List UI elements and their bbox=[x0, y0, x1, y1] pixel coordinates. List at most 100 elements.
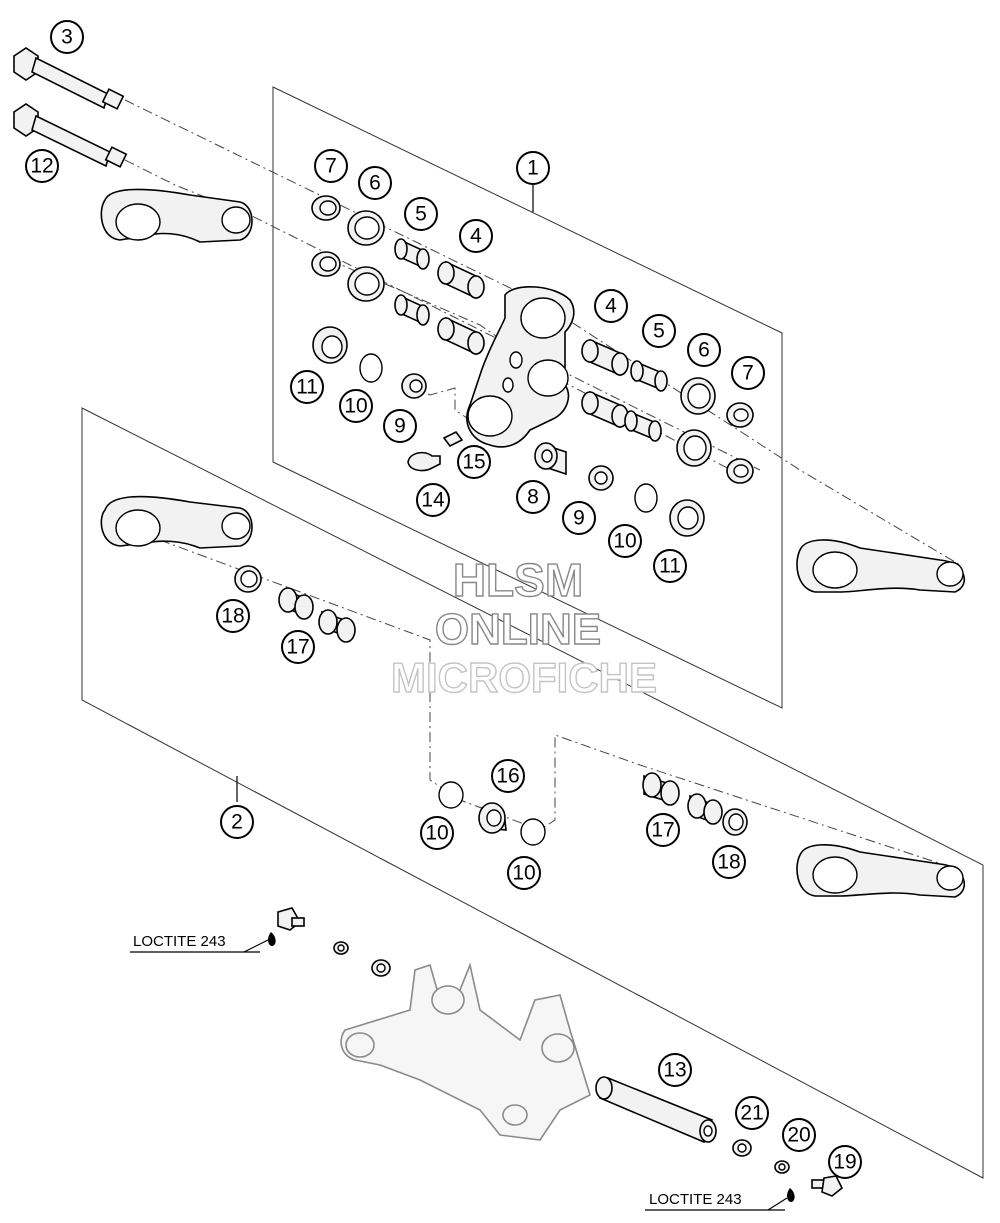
svg-text:7: 7 bbox=[325, 155, 337, 178]
callout-1: 1 bbox=[516, 151, 550, 185]
bearing-4-right-top bbox=[581, 338, 629, 377]
svg-text:19: 19 bbox=[833, 1151, 856, 1174]
watermark-line-1: HLSM bbox=[453, 554, 583, 606]
svg-text:15: 15 bbox=[462, 451, 485, 474]
svg-text:4: 4 bbox=[605, 295, 617, 318]
svg-text:18: 18 bbox=[717, 851, 740, 874]
loctite-drop-top bbox=[268, 932, 276, 946]
callout-4b: 4 bbox=[594, 289, 628, 323]
watermark-line-3: MICROFICHE bbox=[391, 654, 657, 701]
sleeve-16 bbox=[478, 802, 507, 834]
svg-text:9: 9 bbox=[394, 415, 406, 438]
svg-text:9: 9 bbox=[573, 507, 585, 530]
svg-text:10: 10 bbox=[613, 530, 636, 553]
callout-17b: 17 bbox=[646, 813, 680, 847]
bearing-17-left-a bbox=[278, 587, 314, 620]
ring-6-right-top bbox=[680, 377, 716, 415]
washer-small-top bbox=[333, 941, 349, 955]
callout-11b: 11 bbox=[653, 549, 687, 583]
seal-18-right bbox=[722, 808, 748, 836]
svg-text:11: 11 bbox=[296, 376, 318, 399]
loctite-label-top: LOCTITE 243 bbox=[130, 933, 269, 953]
bearing-4-lower bbox=[437, 316, 485, 356]
bushing-5-lower bbox=[394, 294, 430, 326]
callout-18a: 18 bbox=[216, 599, 250, 633]
o-ring-10-center-a bbox=[438, 781, 464, 809]
callout-14: 14 bbox=[416, 483, 450, 517]
pull-rod-left-bottom bbox=[100, 495, 253, 549]
callout-7a: 7 bbox=[314, 149, 348, 183]
bushing-5-top bbox=[394, 238, 430, 270]
grease-nipple-15 bbox=[442, 430, 464, 448]
ring-6-lower bbox=[347, 266, 385, 302]
deflection-lever bbox=[466, 285, 575, 448]
svg-text:10: 10 bbox=[425, 822, 448, 845]
o-ring-10-right bbox=[634, 483, 658, 513]
sleeve-8 bbox=[534, 442, 567, 476]
bearing-17-right-b bbox=[687, 793, 723, 825]
callout-8: 8 bbox=[516, 480, 550, 514]
seal-11-right bbox=[669, 499, 705, 537]
seal-7-lower bbox=[311, 251, 341, 277]
watermark-line-2: ONLINE bbox=[435, 605, 601, 654]
callout-10a: 10 bbox=[339, 389, 373, 423]
svg-text:2: 2 bbox=[231, 811, 243, 834]
bearing-4-top bbox=[437, 260, 485, 300]
svg-text:8: 8 bbox=[527, 486, 539, 509]
washer-20 bbox=[774, 1160, 790, 1174]
svg-text:7: 7 bbox=[742, 362, 754, 385]
bearing-17-left-b bbox=[318, 609, 356, 643]
bearing-17-right-a bbox=[642, 772, 680, 806]
callout-15: 15 bbox=[457, 445, 491, 479]
watermark: HLSM ONLINE MICROFICHE bbox=[390, 553, 657, 701]
svg-text:5: 5 bbox=[653, 320, 665, 343]
callout-9b: 9 bbox=[562, 501, 596, 535]
spacer-9-right bbox=[588, 465, 614, 491]
callout-11a: 11 bbox=[290, 370, 324, 404]
clip-14 bbox=[407, 451, 441, 472]
screw-19 bbox=[811, 1175, 844, 1197]
callout-10b: 10 bbox=[608, 524, 642, 558]
assembly-1-frame bbox=[272, 86, 783, 709]
svg-text:14: 14 bbox=[421, 489, 445, 512]
svg-text:5: 5 bbox=[415, 203, 427, 226]
callout-9a: 9 bbox=[383, 409, 417, 443]
callout-16: 16 bbox=[491, 759, 525, 793]
pull-rod-right-bottom bbox=[796, 843, 966, 898]
svg-text:1: 1 bbox=[527, 157, 539, 180]
callout-6b: 6 bbox=[687, 333, 721, 367]
bushing-5-right-top bbox=[630, 360, 668, 392]
svg-text:16: 16 bbox=[496, 765, 519, 788]
seal-7-right-lower bbox=[726, 458, 754, 484]
svg-text:6: 6 bbox=[369, 172, 381, 195]
callout-7b: 7 bbox=[731, 356, 765, 390]
o-ring-10-center-b bbox=[520, 818, 546, 846]
callout-3: 3 bbox=[50, 20, 84, 54]
spacer-9-left bbox=[401, 373, 427, 399]
svg-text:10: 10 bbox=[512, 862, 535, 885]
svg-text:17: 17 bbox=[286, 636, 309, 659]
bearing-4-right-lower bbox=[581, 390, 629, 429]
loctite-label-bottom-text: LOCTITE 243 bbox=[649, 1191, 742, 1208]
bolt-3 bbox=[13, 47, 125, 110]
svg-text:3: 3 bbox=[61, 26, 73, 49]
svg-text:13: 13 bbox=[663, 1059, 686, 1082]
ring-6-top bbox=[347, 210, 385, 246]
callout-21: 21 bbox=[735, 1096, 769, 1130]
callout-20: 20 bbox=[782, 1118, 816, 1152]
seal-7-right-top bbox=[726, 402, 754, 428]
callout-5a: 5 bbox=[404, 197, 438, 231]
pin-13 bbox=[595, 1076, 717, 1144]
svg-text:10: 10 bbox=[344, 395, 367, 418]
seal-11-left bbox=[312, 326, 348, 364]
bolt-12 bbox=[13, 103, 128, 168]
bushing-5-right-lower bbox=[624, 410, 662, 442]
pull-rod-right-top bbox=[796, 539, 966, 593]
pull-rod-left-top bbox=[100, 188, 253, 243]
assembly-2-frame bbox=[81, 407, 984, 1179]
frame-bracket bbox=[340, 962, 591, 1141]
callout-17a: 17 bbox=[281, 630, 315, 664]
svg-text:21: 21 bbox=[740, 1102, 763, 1125]
